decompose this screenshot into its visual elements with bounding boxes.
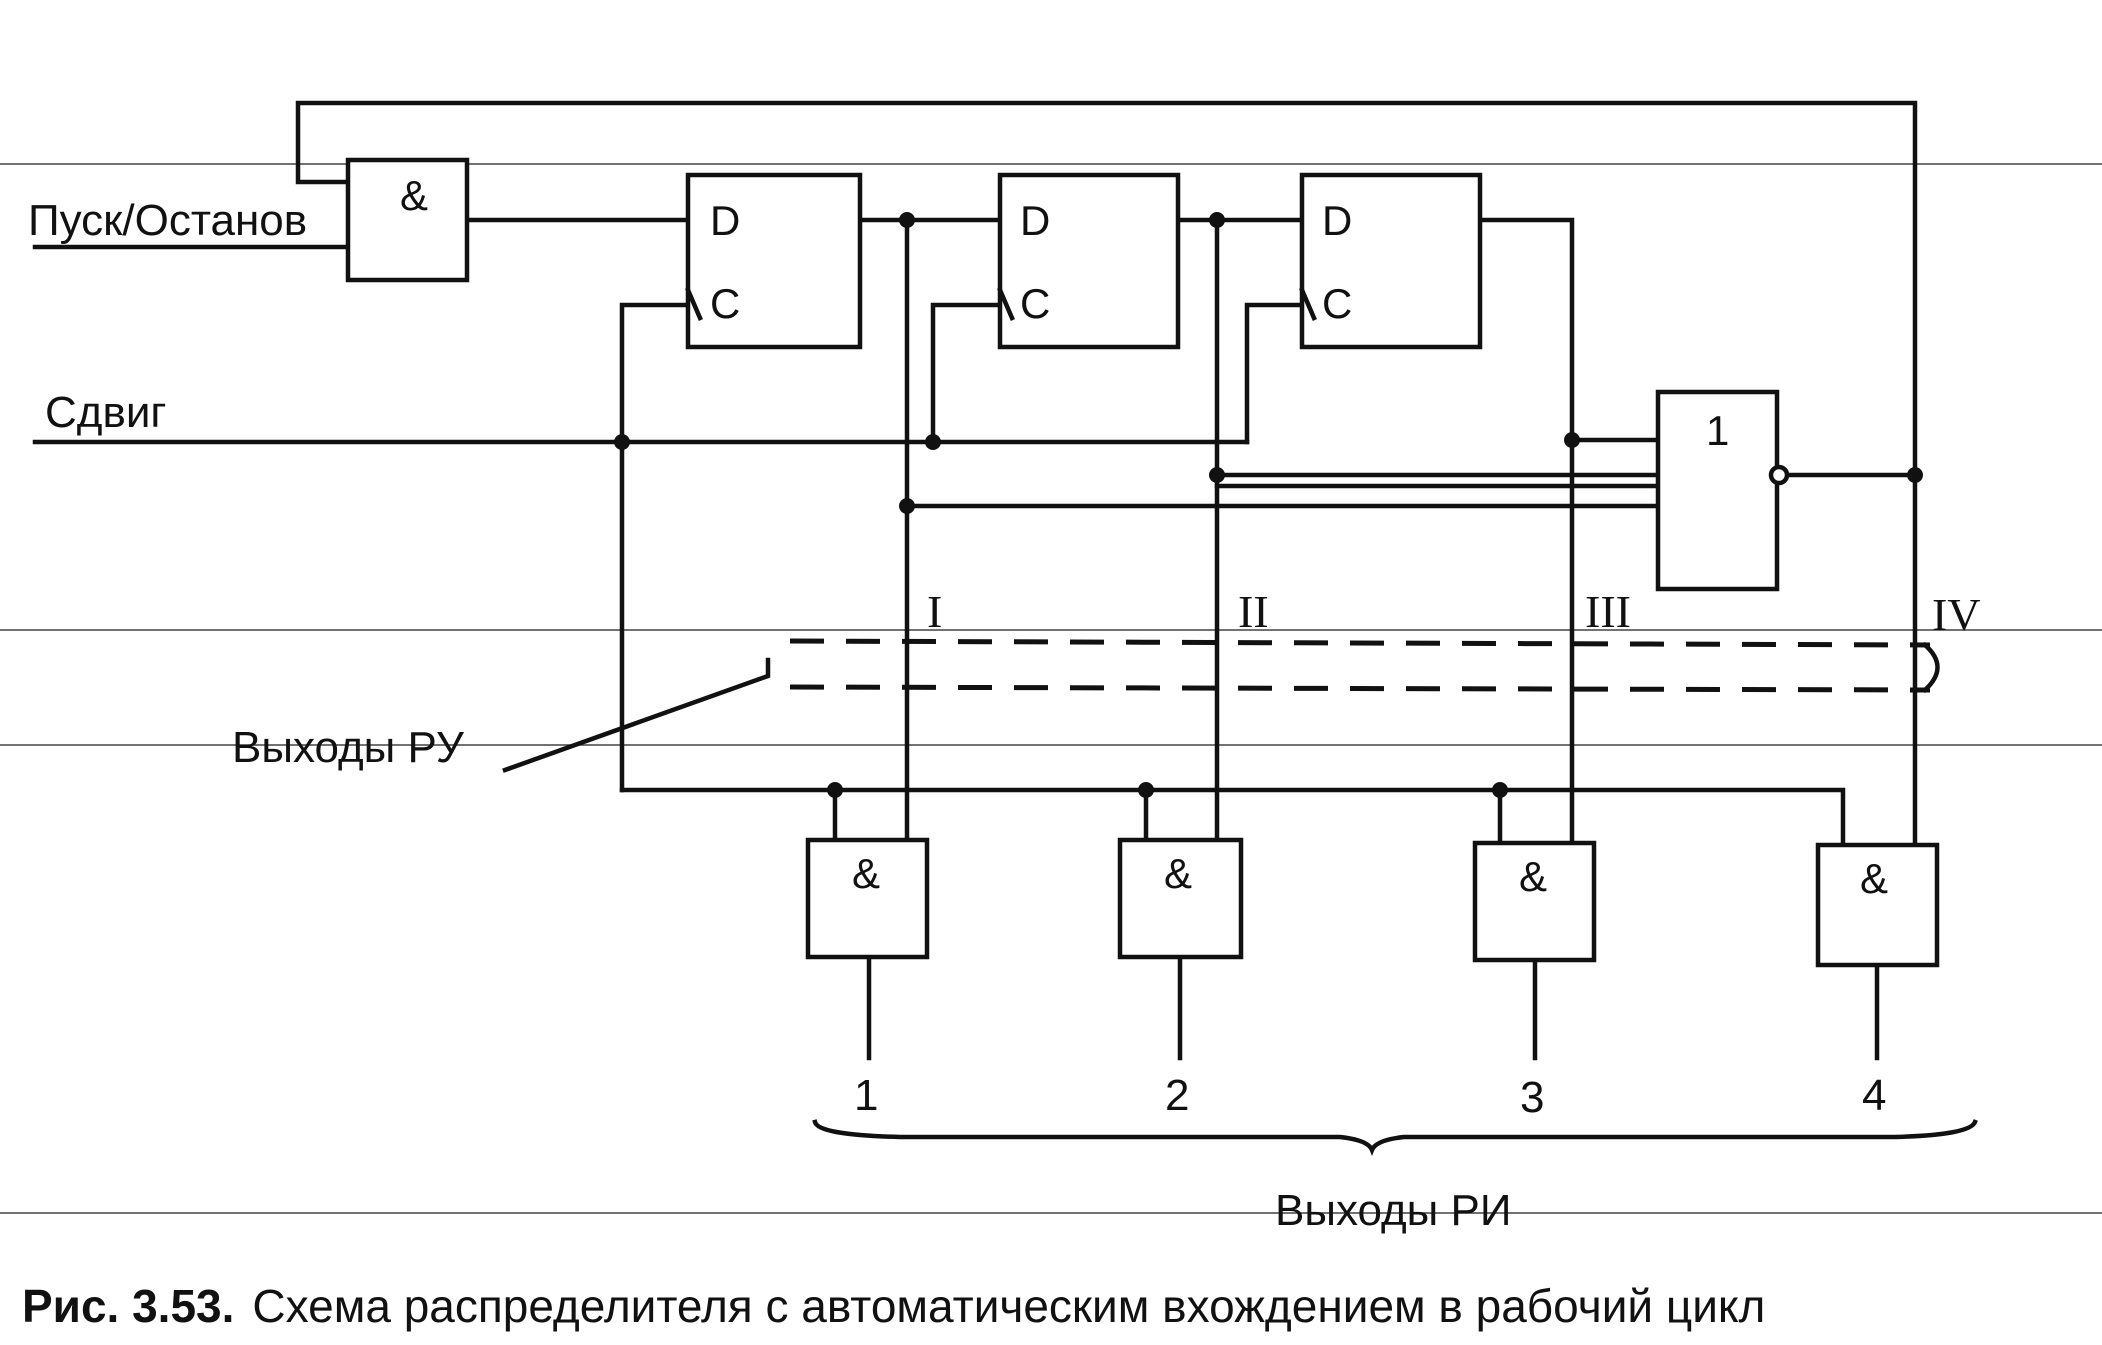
c-pin-label: C <box>1322 280 1352 327</box>
d-trigger-1: D C <box>685 172 863 350</box>
ru-output-mark-4: IV <box>1932 589 1981 640</box>
c-pin-label: C <box>1020 280 1050 327</box>
ru-output-bus <box>789 638 1940 694</box>
output-and-gate-4: & <box>1815 842 1940 968</box>
ru-output-mark-1: I <box>927 586 942 637</box>
ri-output-number-1: 1 <box>854 1071 878 1120</box>
page-rules <box>0 163 2102 1214</box>
and-symbol: & <box>1519 853 1547 900</box>
junction-dots <box>614 212 1923 798</box>
and-symbol: & <box>1164 850 1192 897</box>
figure-caption: Рис. 3.53. Схема распределителя с автома… <box>22 1280 1765 1332</box>
nor-gate: 1 <box>1655 389 1790 592</box>
wires <box>32 100 1918 1061</box>
c-pin-label: C <box>710 280 740 327</box>
input-and-gate: & <box>345 157 470 283</box>
d-pin-label: D <box>1322 197 1352 244</box>
d-trigger-2: D C <box>997 172 1181 350</box>
ri-outputs-label: Выходы РИ <box>1275 1186 1511 1235</box>
output-and-gate-1: & <box>805 837 930 960</box>
and-symbol: & <box>852 850 880 897</box>
d-pin-label: D <box>710 197 740 244</box>
or-symbol: 1 <box>1706 407 1729 454</box>
and-symbol: & <box>1860 855 1888 902</box>
ru-output-mark-3: III <box>1585 586 1631 637</box>
ri-output-number-4: 4 <box>1862 1071 1886 1120</box>
shift-label: Сдвиг <box>45 388 166 437</box>
ri-outputs-brace <box>812 1119 1978 1157</box>
ri-output-number-3: 3 <box>1520 1073 1544 1122</box>
ru-outputs-label: Выходы РУ <box>232 723 465 772</box>
start-stop-label: Пуск/Останов <box>28 196 307 245</box>
output-and-gate-3: & <box>1472 840 1597 963</box>
and-symbol: & <box>400 172 428 219</box>
inversion-bubble <box>1768 464 1790 486</box>
figure-number: Рис. 3.53. <box>22 1280 234 1332</box>
output-and-gate-2: & <box>1117 837 1244 960</box>
d-trigger-3: D C <box>1299 172 1483 350</box>
ru-output-mark-2: II <box>1238 586 1269 637</box>
d-pin-label: D <box>1020 197 1050 244</box>
figure-caption-text: Схема распределителя с автоматическим вх… <box>252 1280 1765 1332</box>
ri-output-number-2: 2 <box>1165 1071 1189 1120</box>
